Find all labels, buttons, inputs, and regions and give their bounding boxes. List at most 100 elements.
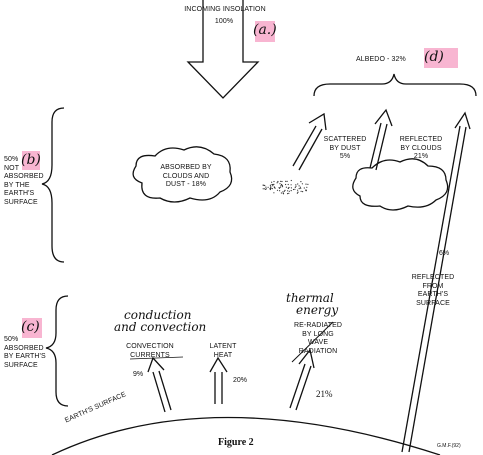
surface-reflection-arrow [401,111,471,453]
dust-particle [265,186,267,188]
dust-particle [276,189,279,191]
scattered-arrow [292,112,327,171]
author-signature: G.M.F.(92) [437,443,461,449]
not-absorbed-line: ABSORBED [4,173,44,180]
dust-particle [279,183,281,185]
reflected-clouds-line: REFLECTED [399,136,443,143]
clouds-dust-line: CLOUDS AND [162,172,210,180]
dust-particle [285,183,287,186]
dust-particle [288,190,290,192]
latent-heat-line: HEAT [213,351,233,359]
reradiated-handwriting: thermal energy [286,292,338,316]
convection-handwriting: conduction and convection [114,309,206,333]
dust-particle [303,187,305,189]
dust-particle [273,192,275,194]
surface-reflection-line: EARTH'S [417,291,449,298]
dust-particle [290,184,292,186]
dust-particle [282,191,284,193]
dust-particle [297,191,299,193]
dust-particle [267,186,269,188]
dust-particle [282,193,285,195]
dust-particle [279,190,281,192]
dust-particle [279,186,282,188]
convection-label: CONVECTION CURRENTS [118,343,182,360]
dust-particle [300,187,302,189]
dust-particle [276,182,278,184]
reflected-clouds-label: REFLECTED BY CLOUDS 21% [394,136,448,162]
incoming-value: 100% [214,18,234,25]
dust-particle [294,186,296,188]
dust-particle [290,179,292,182]
dust-particle [294,188,296,190]
not-absorbed-line: EARTH'S [4,190,35,197]
surface-reflection-line: FROM [422,282,444,290]
figure-caption: Figure 2 [218,437,254,448]
absorbed-line: 50% [4,336,19,343]
absorbed-line: ABSORBED [4,344,44,352]
reradiated-arrow [289,348,315,411]
surface-reflection-line: REFLECTED [411,274,455,281]
earth-surface-arc [51,416,441,455]
highlight-c [22,318,42,338]
not-absorbed-label: 50% NOT ABSORBED BY THE EARTH'S SURFACE [4,156,44,207]
dust-particle [271,183,273,186]
surface-reflection-label: REFLECTED FROM EARTH'S SURFACE [405,274,461,308]
convection-hand-line: conduction [124,308,192,322]
annotation-a: (a.) [253,22,277,38]
reradiated-strikethrough [291,321,334,363]
clouds-dust-label: ABSORBED BY CLOUDS AND DUST - 18% [150,164,222,190]
reradiated-value: 21% [316,389,333,399]
dust-particle [295,184,297,186]
dust-particle [269,184,271,186]
dust-particle [301,183,303,185]
scattered-line: 5% [339,153,351,160]
dust-particle [285,180,287,182]
highlight-a [255,21,275,42]
latent-heat-label: LATENT HEAT [203,343,243,360]
dust-particle [287,190,289,192]
absorbed-label: 50% ABSORBED BY EARTH'S SURFACE [4,336,46,370]
dust-particle [296,192,298,194]
dust-particle [305,183,307,185]
dust-particle [283,190,285,192]
dust-particle [298,185,300,187]
dust-particle [272,185,274,187]
dust-particle [300,181,302,183]
not-absorbed-line: BY THE [4,181,30,189]
dust-particle [305,189,307,191]
dust-particle [263,188,265,190]
dust-particle [307,183,309,185]
dust-particle [306,186,308,188]
absorbed-cloud-icon [132,146,233,203]
dust-particle [299,186,301,188]
incoming-arrow [186,0,260,99]
reradiated-label: RE-RADIATED BY LONG WAVE RADIATION [286,322,350,356]
reradiated-line: BY LONG [302,330,334,338]
dust-particle [271,188,273,190]
dust-particle [287,193,289,195]
dust-particle [270,185,272,187]
dust-particle [280,180,282,182]
reradiated-line: WAVE [307,339,329,346]
dust-particle [280,183,283,186]
not-absorbed-line: NOT [4,164,20,172]
dust-particle [292,188,295,191]
reradiated-line: RE-RADIATED [293,322,343,329]
dust-particle [287,183,289,186]
dust-particle [277,180,279,183]
dust-particle [280,185,282,187]
latent-heat-arrow [209,356,228,404]
annotation-c: (c) [21,319,40,335]
albedo-label: ALBEDO - 32% [356,56,406,63]
not-absorbed-line: SURFACE [4,198,38,206]
scattered-label: SCATTERED BY DUST 5% [318,136,372,162]
reradiated-line: RADIATION [298,347,338,355]
dust-particle [273,187,276,189]
reradiated-hand-line: energy [296,303,339,317]
convection-hand-line: and convection [114,320,207,334]
dust-particle [281,180,283,183]
dust-particles-icon [262,179,309,195]
dust-particle [281,184,283,186]
dust-particle [302,191,304,193]
